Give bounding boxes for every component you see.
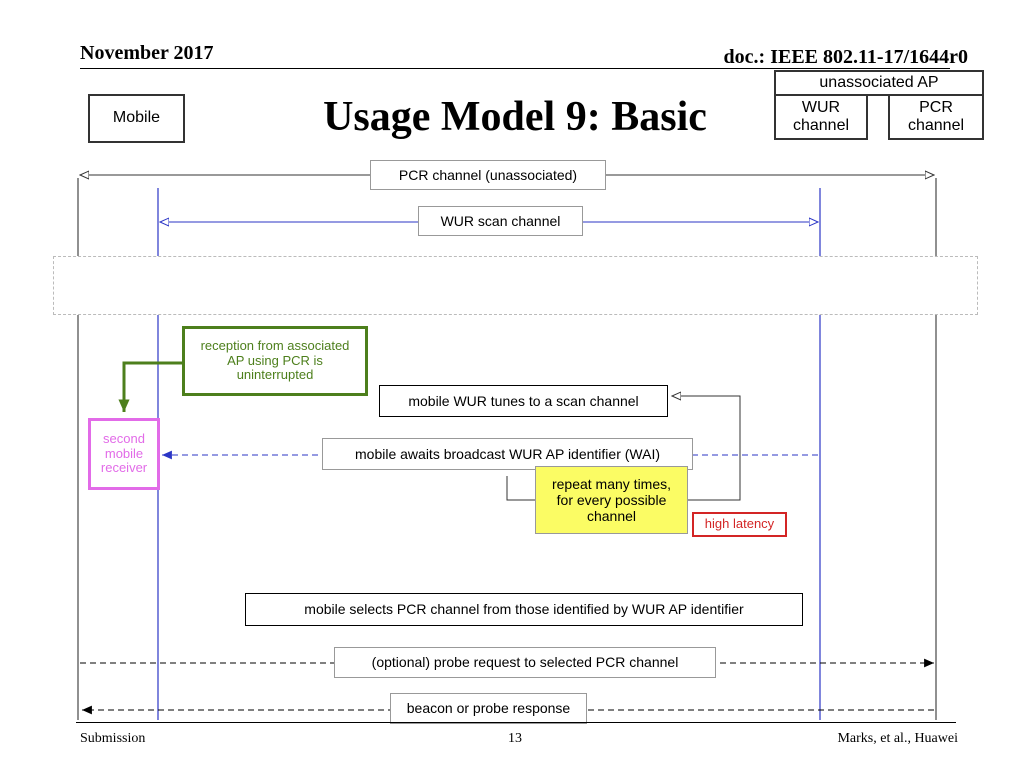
header-doc-id: doc.: IEEE 802.11-17/1644r0 bbox=[723, 46, 968, 68]
repeat-note: repeat many times, for every possible ch… bbox=[535, 466, 688, 534]
reception-note-arrow bbox=[118, 361, 182, 412]
blank-overlay-band bbox=[53, 256, 978, 315]
ap-title-box: unassociated AP bbox=[774, 70, 984, 96]
footer-authors: Marks, et al., Huawei bbox=[837, 731, 958, 746]
ap-wur-channel-box: WUR channel bbox=[774, 94, 868, 140]
tunes-scan-box: mobile WUR tunes to a scan channel bbox=[379, 385, 668, 417]
high-latency-badge: high latency bbox=[692, 512, 787, 537]
mobile-actor-box: Mobile bbox=[88, 94, 185, 143]
ap-pcr-channel-box: PCR channel bbox=[888, 94, 984, 140]
beacon-response-label: beacon or probe response bbox=[390, 693, 587, 724]
selects-pcr-box: mobile selects PCR channel from those id… bbox=[245, 593, 803, 626]
reception-note: reception from associated AP using PCR i… bbox=[182, 326, 368, 396]
header-divider bbox=[80, 68, 950, 69]
footer-submission: Submission bbox=[80, 731, 146, 746]
probe-request-label: (optional) probe request to selected PCR… bbox=[334, 647, 716, 678]
awaits-wai-box: mobile awaits broadcast WUR AP identifie… bbox=[322, 438, 693, 470]
wur-scan-channel-label: WUR scan channel bbox=[418, 206, 583, 236]
second-mobile-receiver: second mobile receiver bbox=[88, 418, 160, 490]
repeat-entry-line bbox=[506, 476, 536, 501]
repeat-loop-arrow bbox=[672, 396, 741, 501]
pcr-unassociated-label: PCR channel (unassociated) bbox=[370, 160, 606, 190]
header-date: November 2017 bbox=[80, 42, 214, 64]
footer-page-number: 13 bbox=[508, 731, 522, 746]
footer-divider bbox=[76, 722, 956, 723]
slide-title: Usage Model 9: Basic bbox=[323, 94, 707, 140]
